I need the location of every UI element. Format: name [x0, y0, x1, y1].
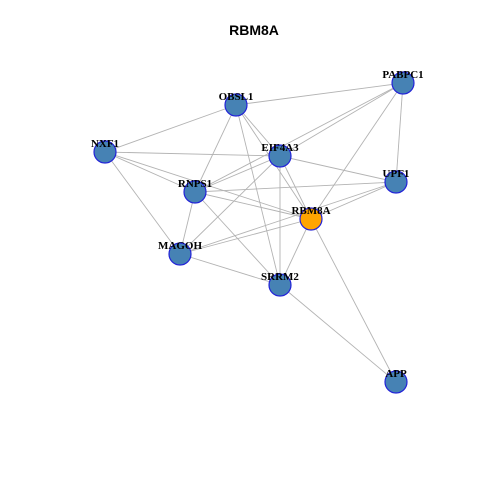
node-eif4a3: EIF4A3: [261, 142, 299, 168]
edge-rbm8a-srrm2: [279, 218, 312, 286]
edges-layer: [104, 82, 404, 383]
node-circle: [299, 207, 323, 231]
node-rnps1: RNPS1: [178, 178, 212, 204]
edge-nxf1-obsl1: [104, 104, 237, 153]
node-circle: [384, 170, 408, 194]
edge-magoh-srrm2: [179, 253, 281, 286]
node-label: EIF4A3: [261, 142, 299, 154]
edge-pabpc1-upf1: [395, 82, 404, 183]
node-upf1: UPF1: [383, 168, 410, 194]
edge-pabpc1-rnps1: [194, 82, 404, 193]
edge-srrm2-app: [279, 284, 397, 383]
node-label: MAGOH: [158, 240, 202, 252]
edge-rnps1-rbm8a: [194, 191, 312, 220]
edge-eif4a3-upf1: [279, 155, 397, 183]
edge-rbm8a-app: [310, 218, 397, 383]
edge-obsl1-rnps1: [194, 104, 237, 193]
edge-obsl1-pabpc1: [235, 82, 404, 106]
node-label: PABPC1: [382, 69, 423, 81]
node-circle: [268, 273, 292, 297]
node-rbm8a: RBM8A: [291, 205, 331, 231]
node-label: NXF1: [91, 138, 119, 150]
node-circle: [224, 93, 248, 117]
edge-upf1-rbm8a: [310, 181, 397, 220]
edge-upf1-magoh: [179, 181, 397, 255]
node-pabpc1: PABPC1: [382, 69, 424, 95]
edge-eif4a3-pabpc1: [279, 82, 404, 157]
node-circle: [183, 180, 207, 204]
node-label: RBM8A: [291, 205, 330, 217]
node-nxf1: NXF1: [91, 138, 119, 164]
node-circle: [168, 242, 192, 266]
node-magoh: MAGOH: [158, 240, 202, 266]
node-circle: [391, 71, 415, 95]
edge-eif4a3-rbm8a: [279, 155, 312, 220]
edge-eif4a3-magoh: [179, 155, 281, 255]
edge-nxf1-rnps1: [104, 151, 196, 193]
node-label: SRRM2: [261, 271, 299, 283]
node-label: RNPS1: [178, 178, 212, 190]
edge-upf1-rnps1: [194, 181, 397, 193]
edge-rbm8a-magoh: [179, 218, 312, 255]
edge-nxf1-eif4a3: [104, 151, 281, 157]
node-circle: [384, 370, 408, 394]
node-label: UPF1: [383, 168, 410, 180]
edge-eif4a3-rnps1: [194, 155, 281, 193]
node-label: APP: [385, 368, 407, 380]
edge-pabpc1-rbm8a: [310, 82, 404, 220]
node-srrm2: SRRM2: [261, 271, 299, 297]
node-circle: [268, 144, 292, 168]
node-obsl1: OBSL1: [219, 91, 254, 117]
graph-title: RBM8A: [229, 22, 279, 38]
node-circle: [93, 140, 117, 164]
edge-obsl1-srrm2: [235, 104, 281, 286]
node-app: APP: [384, 368, 408, 394]
node-label: OBSL1: [219, 91, 254, 103]
edge-nxf1-magoh: [104, 151, 181, 255]
